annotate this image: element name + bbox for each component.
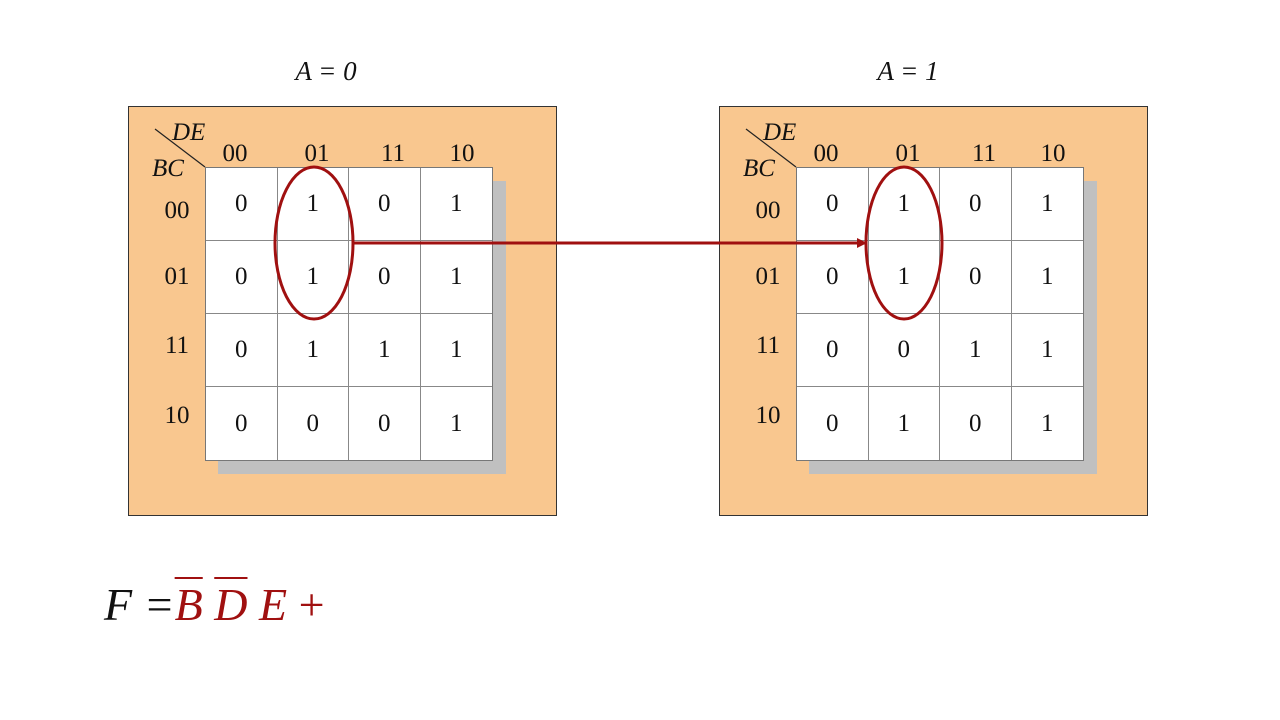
- kmap-cell: 0: [349, 241, 421, 314]
- formula-plus: +: [298, 579, 325, 630]
- col-variable-label: DE: [172, 119, 206, 146]
- kmap-cell: 0: [797, 314, 869, 387]
- row-header: 00: [164, 197, 190, 224]
- kmap-cell: 1: [349, 314, 421, 387]
- kmap-cell: 0: [797, 387, 869, 460]
- formula-term-b-complement: B: [174, 579, 203, 630]
- col-header: 11: [971, 140, 997, 167]
- kmap-cell: 1: [868, 241, 940, 314]
- row-header: 00: [755, 197, 781, 224]
- map-title-a0: A = 0: [295, 56, 357, 86]
- kmap-cell: 0: [940, 241, 1012, 314]
- kmap-cell: 0: [206, 314, 278, 387]
- kmap-cell: 0: [797, 168, 869, 241]
- row-header: 10: [164, 402, 190, 429]
- formula-term-d-complement: D: [214, 579, 248, 630]
- row-header: 10: [755, 402, 781, 429]
- row-header: 11: [164, 332, 190, 359]
- corner-diagonal: [745, 128, 797, 168]
- kmap-cell: 0: [868, 314, 940, 387]
- kmap-cell: 0: [940, 168, 1012, 241]
- kmap-cell: 0: [206, 168, 278, 241]
- kmap-cell: 1: [420, 241, 492, 314]
- row-header: 01: [164, 263, 190, 290]
- kmap-cell: 1: [1041, 409, 1054, 437]
- col-header: 01: [304, 140, 330, 167]
- col-header: 01: [895, 140, 921, 167]
- row-header: 11: [755, 332, 781, 359]
- kmap-cell: 1: [420, 314, 492, 387]
- kmap-cell: 1: [277, 168, 349, 241]
- kmap-cell: 1: [940, 314, 1012, 387]
- col-header: 11: [380, 140, 406, 167]
- row-variable-label: BC: [152, 155, 184, 182]
- kmap-cell: 0: [206, 387, 278, 460]
- kmap-cell: 1: [450, 409, 463, 437]
- col-variable-label: DE: [763, 119, 797, 146]
- kmap-cell: 0: [206, 241, 278, 314]
- kmap-cell: 0: [797, 241, 869, 314]
- kmap-cell: 1: [869, 387, 940, 460]
- row-variable-label: BC: [743, 155, 775, 182]
- col-header: 10: [449, 140, 475, 167]
- kmap-cell: 1: [277, 314, 349, 387]
- col-header: 00: [813, 140, 839, 167]
- kmap-cell: 1: [420, 168, 492, 241]
- col-header: 00: [222, 140, 248, 167]
- kmap-cell: 0: [278, 387, 349, 460]
- map-title-a1: A = 1: [877, 56, 939, 86]
- kmap-cell: 1: [1011, 314, 1083, 387]
- boolean-expression: F =B D E +: [104, 582, 325, 628]
- kmap-cell: 1: [277, 241, 349, 314]
- col-header: 10: [1040, 140, 1066, 167]
- kmap-cell: 0: [349, 168, 421, 241]
- formula-term-e: E: [258, 579, 288, 630]
- kmap-cell: 0: [349, 387, 421, 460]
- kmap-cell: 1: [868, 168, 940, 241]
- corner-diagonal: [154, 128, 206, 168]
- kmap-cell: 1: [1011, 168, 1083, 241]
- kmap-cell: 1: [1011, 241, 1083, 314]
- formula-lhs: F =: [104, 579, 175, 630]
- kmap-cell: 0: [940, 387, 1012, 460]
- row-header: 01: [755, 263, 781, 290]
